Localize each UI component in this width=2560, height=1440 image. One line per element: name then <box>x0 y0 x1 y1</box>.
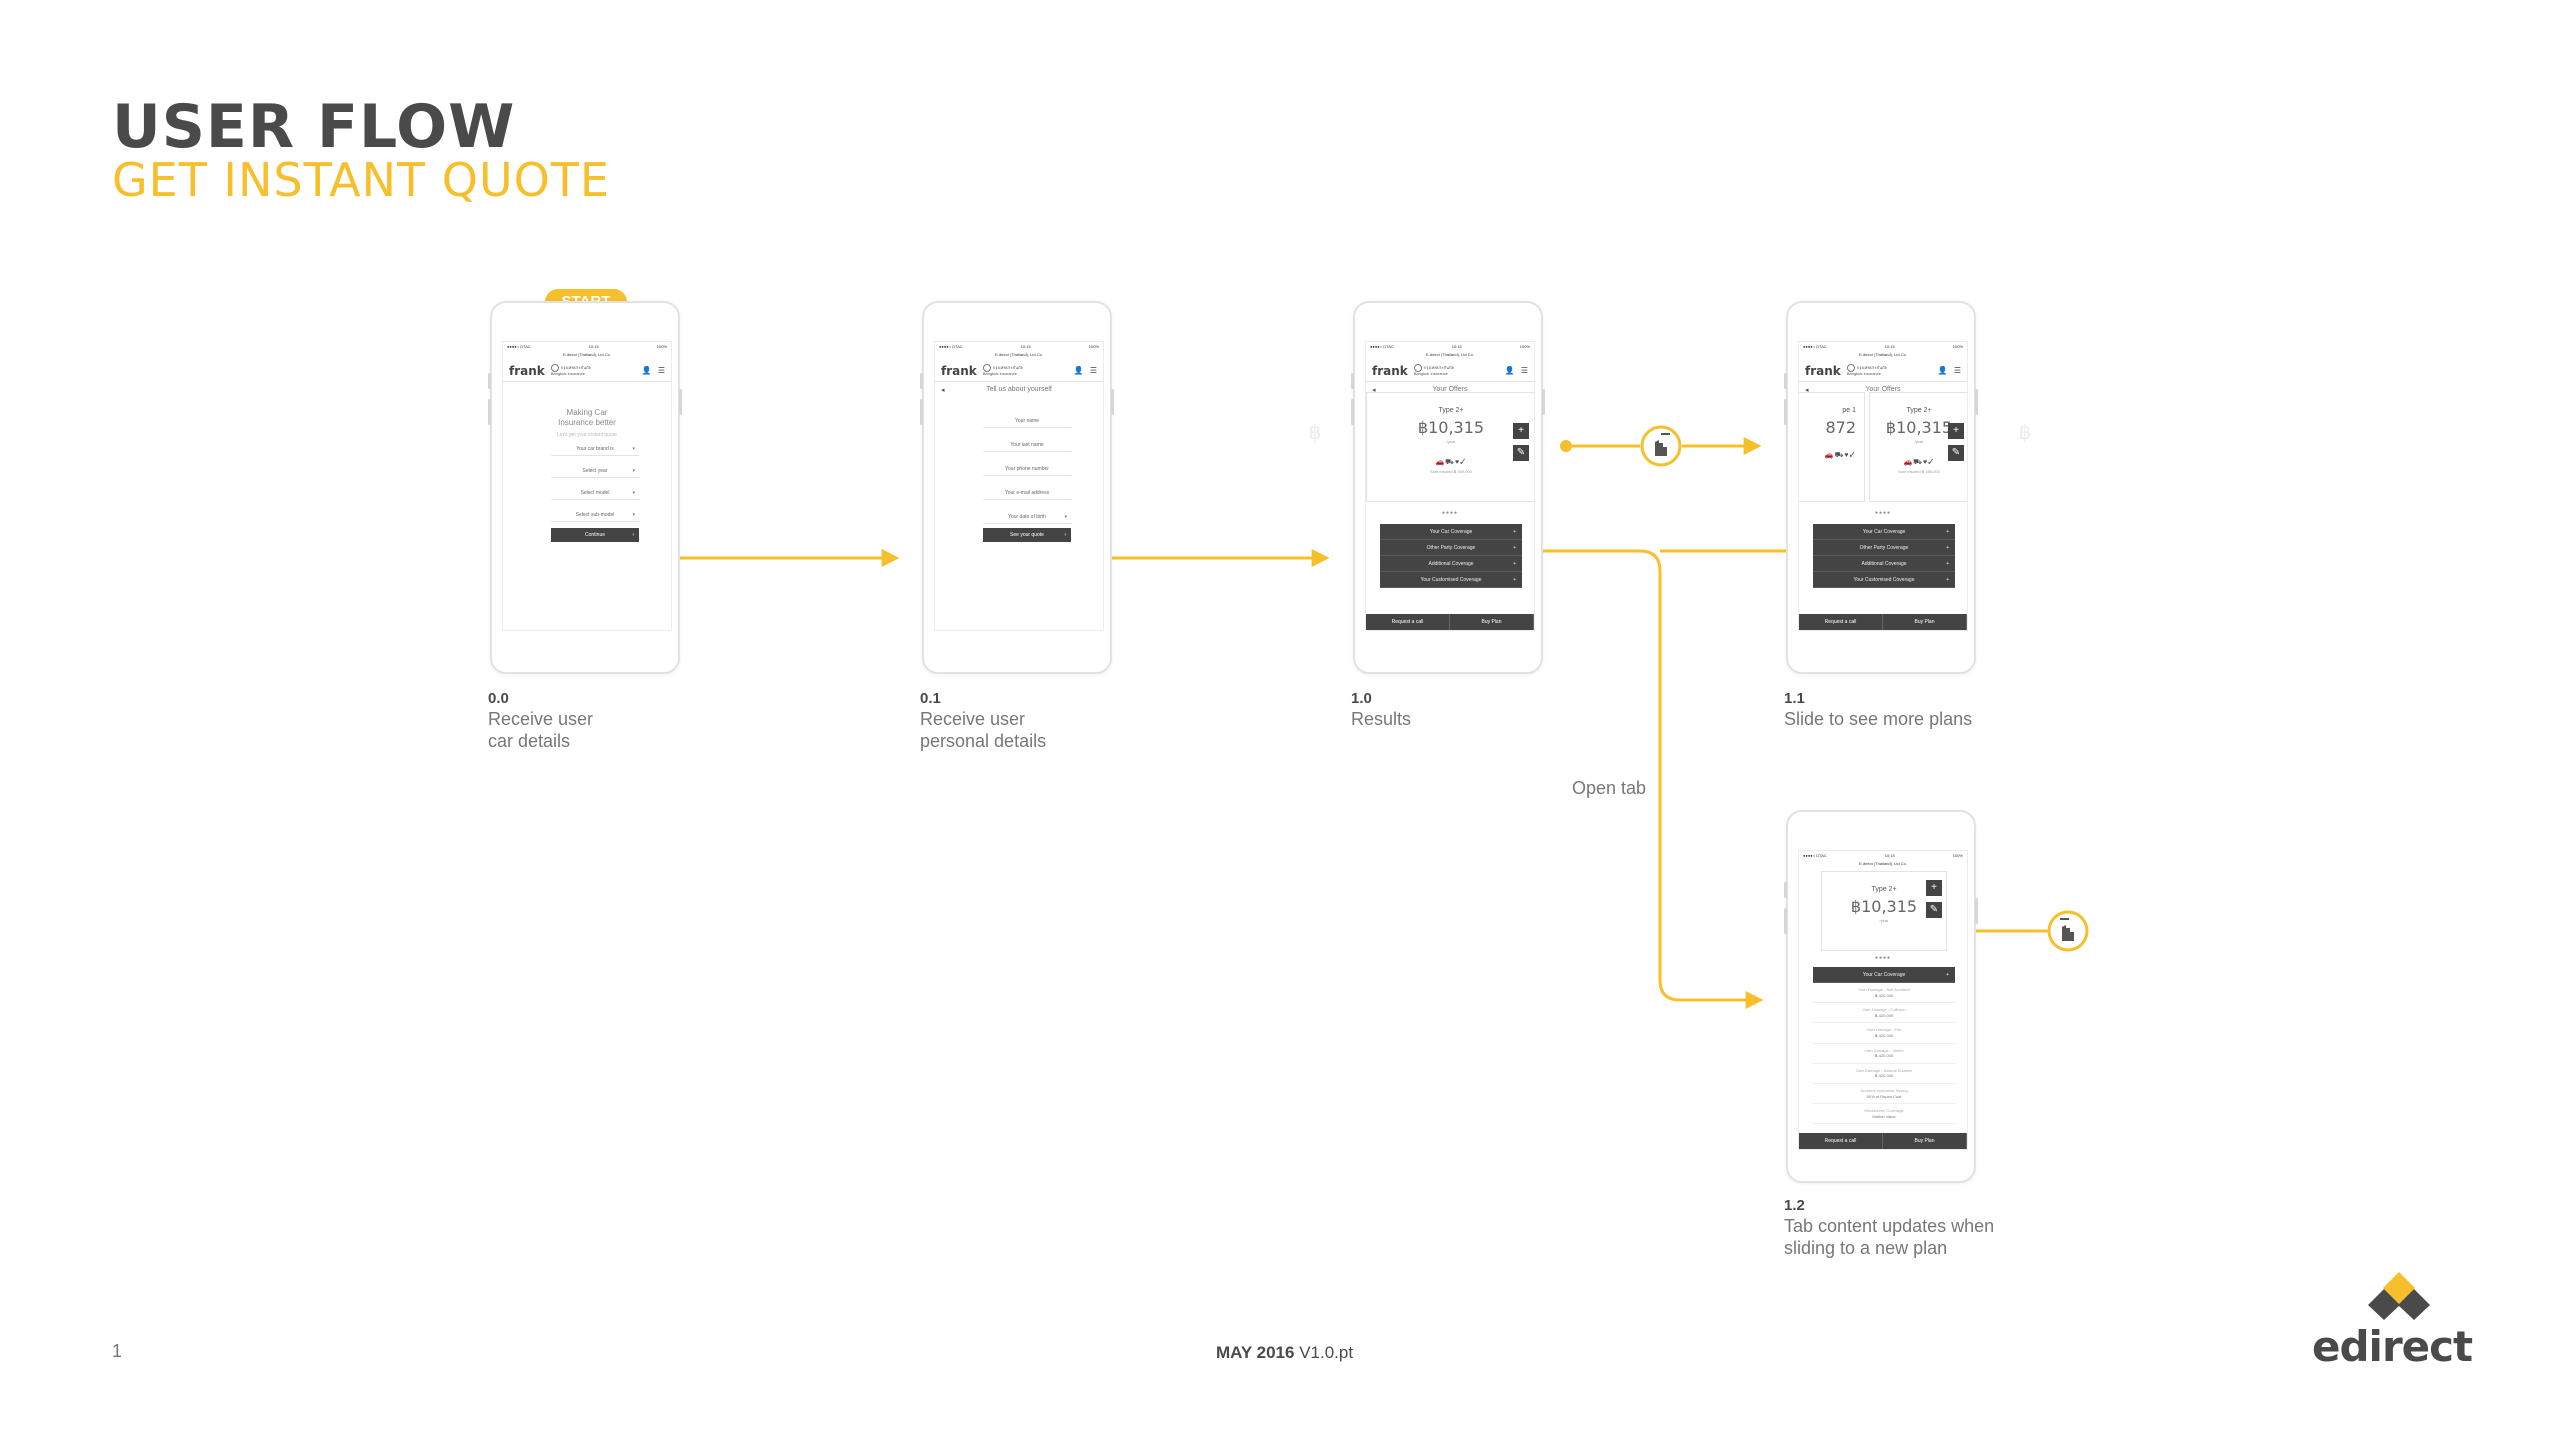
bottom-action-bar: Request a call Buy Plan <box>1366 614 1534 630</box>
menu-icon[interactable]: ☰ <box>657 366 665 375</box>
user-icon[interactable]: 👤 <box>1073 366 1084 375</box>
tab-car-coverage[interactable]: Your Car Coverage <box>1813 524 1955 540</box>
edirect-logo-mark-icon <box>2368 1272 2430 1320</box>
ghost-card-right: ฿ <box>2018 420 2032 444</box>
frank-logo[interactable]: frank <box>509 363 545 378</box>
footer-version: MAY 2016 V1.0.pt <box>1216 1343 1354 1362</box>
back-arrow-icon[interactable]: ◂ <box>941 387 945 394</box>
coverage-detail-list: Own Damage - Self Accident฿-420,000 Own … <box>1813 983 1955 1125</box>
arrow-tab-branch <box>1527 549 1764 1009</box>
tab-car-coverage-open[interactable]: Your Car Coverage <box>1813 967 1955 983</box>
carousel-dots[interactable]: ●●●● <box>1441 510 1459 516</box>
tab-additional[interactable]: Additional Coverage <box>1813 556 1955 572</box>
menu-icon[interactable]: ☰ <box>1520 366 1528 375</box>
phone-field[interactable]: Your phone number <box>983 462 1071 476</box>
offer-period: /year <box>1446 439 1456 444</box>
dob-field[interactable]: Your date of birth <box>983 510 1071 524</box>
buy-plan-button[interactable]: Buy Plan <box>1883 1133 1967 1149</box>
frank-logo[interactable]: frank <box>941 363 977 378</box>
offer-card[interactable]: Type 2+ ฿10,315 /year 🚗⛟♥✓ Sum insured ฿… <box>1366 392 1534 502</box>
offer-type: Type 2+ <box>1438 407 1464 414</box>
swipe-gesture-icon <box>1640 425 1682 467</box>
coverage-icons: 🚗⛟♥✓ <box>1435 459 1467 466</box>
phone-step-0-0: ●●●●○ DTAC 10:15 100% E-direct (Thailand… <box>488 301 682 674</box>
page-subtitle: GET INSTANT QUOTE <box>112 153 610 207</box>
tab-customised[interactable]: Your Customised Coverage <box>1813 572 1955 588</box>
battery-label: 100% <box>656 344 667 349</box>
offers-heading: Your Offers <box>1432 386 1468 393</box>
frank-logo[interactable]: frank <box>1372 363 1408 378</box>
step-caption-1-0: 1.0 Results <box>1351 690 1412 729</box>
tab-other-party[interactable]: Other Party Coverage <box>1813 540 1955 556</box>
screen-car-details: ●●●●○ DTAC 10:15 100% E-direct (Thailand… <box>502 341 672 631</box>
app-title: E-direct (Thailand), Ltd Co. <box>562 352 612 357</box>
add-plan-button[interactable]: + <box>1513 423 1529 439</box>
car-model-select[interactable]: Select model <box>551 486 639 500</box>
menu-icon[interactable]: ☰ <box>1953 366 1961 375</box>
step-caption-1-1: 1.1 Slide to see more plans <box>1784 690 1973 729</box>
sum-insured: Sum insured ฿ 350,000 <box>1430 469 1472 474</box>
offer-price: ฿10,315 <box>1417 418 1485 437</box>
tab-additional[interactable]: Additional Coverage <box>1380 556 1522 572</box>
back-arrow-icon[interactable]: ◂ <box>1372 387 1376 394</box>
personal-heading: Tell us about yourself <box>986 386 1052 393</box>
request-call-button[interactable]: Request a call <box>1799 1133 1883 1149</box>
frank-logo[interactable]: frank <box>1805 363 1841 378</box>
offer-card-current[interactable]: Type 2+ ฿10,315 /year 🚗⛟♥✓ Sum insured ฿… <box>1869 392 1967 502</box>
buy-plan-button[interactable]: Buy Plan <box>1883 614 1967 630</box>
name-field[interactable]: Your name <box>983 414 1071 428</box>
ghost-card-left: ฿ <box>1308 420 1322 444</box>
edit-plan-button[interactable]: ✎ <box>1926 902 1942 918</box>
page-title: USER FLOW <box>112 92 516 162</box>
request-call-button[interactable]: Request a call <box>1366 614 1450 630</box>
edirect-brand: edirect <box>2312 1322 2473 1371</box>
offer-card-current[interactable]: Type 2+ ฿10,315 /year +✎ <box>1821 871 1947 951</box>
tab-other-party[interactable]: Other Party Coverage <box>1380 540 1522 556</box>
user-icon[interactable]: 👤 <box>641 366 652 375</box>
car-brand-select[interactable]: Your car brand is <box>551 442 639 456</box>
email-field[interactable]: Your e-mail address <box>983 486 1071 500</box>
edit-plan-button[interactable]: ✎ <box>1513 445 1529 461</box>
add-plan-button[interactable]: + <box>1926 880 1942 896</box>
menu-icon[interactable]: ☰ <box>1089 366 1097 375</box>
edit-plan-button[interactable]: ✎ <box>1948 445 1964 461</box>
last-name-field[interactable]: Your last name <box>983 438 1071 452</box>
carrier-label: ●●●●○ DTAC <box>507 344 531 349</box>
form-subtitle: Let's get your instant quote <box>557 432 617 438</box>
buy-plan-button[interactable]: Buy Plan <box>1450 614 1534 630</box>
car-year-select[interactable]: Select year <box>551 464 639 478</box>
user-icon[interactable]: 👤 <box>1504 366 1515 375</box>
request-call-button[interactable]: Request a call <box>1799 614 1883 630</box>
connector-label-open-tab: Open tab <box>1572 778 1647 798</box>
status-bar: ●●●●○ DTAC 10:15 100% <box>503 342 671 352</box>
user-icon[interactable]: 👤 <box>1937 366 1948 375</box>
back-arrow-icon[interactable]: ◂ <box>1805 387 1809 394</box>
coverage-tabs: Your Car Coverage Other Party Coverage A… <box>1380 524 1522 588</box>
swipe-gesture-icon-2 <box>2047 910 2089 952</box>
car-submodel-select[interactable]: Select sub-model <box>551 508 639 522</box>
see-quote-button[interactable]: See your quote <box>983 528 1071 542</box>
time-label: 10:15 <box>588 344 599 349</box>
tab-car-coverage[interactable]: Your Car Coverage <box>1380 524 1522 540</box>
page-number: 1 <box>112 1341 123 1361</box>
add-plan-button[interactable]: + <box>1948 423 1964 439</box>
continue-button[interactable]: Continue <box>551 528 639 542</box>
offer-card-prev[interactable]: pe 1 872 🚗⛟♥✓ <box>1799 392 1865 502</box>
tab-customised[interactable]: Your Customised Coverage <box>1380 572 1522 588</box>
